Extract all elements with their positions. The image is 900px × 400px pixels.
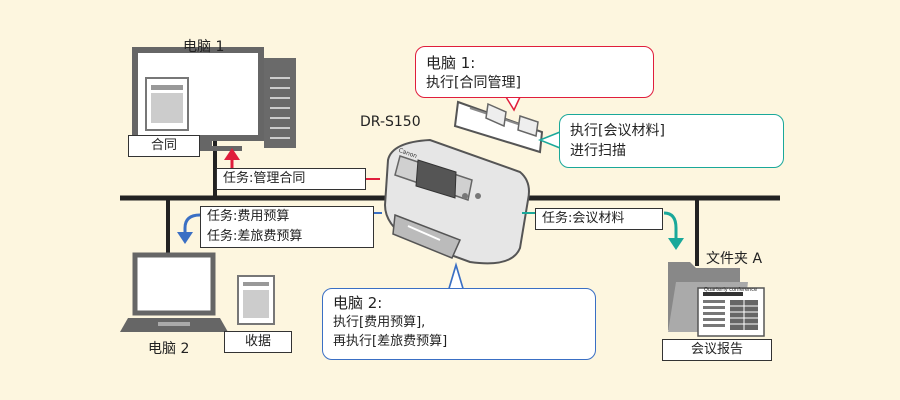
meeting-callout-line1: 执行[会议材料] (570, 123, 665, 139)
task-meeting: 任务:会议材料 (535, 208, 663, 230)
folder-title: 文件夹 A (706, 251, 763, 267)
scanner-model-label: DR-S150 (360, 114, 421, 130)
contract-document-icon (145, 77, 189, 131)
receipt-document-icon (237, 275, 275, 325)
pc2-title: 电脑 2 (148, 341, 190, 357)
contract-doc-label: 合同 (128, 135, 200, 157)
task-budget-box: 任务:费用预算 任务:差旅费预算 (200, 206, 374, 248)
meeting-callout-tail (537, 131, 561, 149)
meeting-callout: 执行[会议材料] 进行扫描 (559, 114, 784, 168)
report-doc-header: Quarterly conference (704, 287, 758, 293)
scanner-icon (383, 100, 544, 265)
pc2-callout-line1: 执行[费用预算], (333, 315, 426, 330)
pc2-callout-line2: 再执行[差旅费预算] (333, 334, 448, 349)
report-document-icon (697, 287, 765, 337)
receipt-doc-label: 收据 (224, 331, 292, 353)
pc1-callout-tail (505, 96, 521, 112)
meeting-callout-line2: 进行扫描 (570, 143, 626, 159)
meeting-arrow (663, 211, 684, 250)
budget-arrow (177, 213, 201, 244)
task-budget-1: 任务:费用预算 (207, 209, 290, 224)
pc2-callout: 电脑 2: 执行[费用预算], 再执行[差旅费预算] (322, 288, 596, 360)
pc1-title: 电脑 1 (183, 39, 225, 55)
report-doc-label: 会议报告 (662, 339, 772, 361)
pc2-laptop-icon (120, 252, 228, 332)
pc2-callout-title: 电脑 2: (333, 294, 383, 312)
pc1-callout: 电脑 1: 执行[合同管理] (415, 46, 654, 98)
pc1-callout-title: 电脑 1: (426, 54, 476, 72)
task-contract: 任务:管理合同 (216, 168, 366, 190)
task-budget-2: 任务:差旅费预算 (207, 229, 303, 244)
pc1-callout-line1: 执行[合同管理] (426, 75, 521, 91)
contract-arrow (224, 148, 240, 168)
